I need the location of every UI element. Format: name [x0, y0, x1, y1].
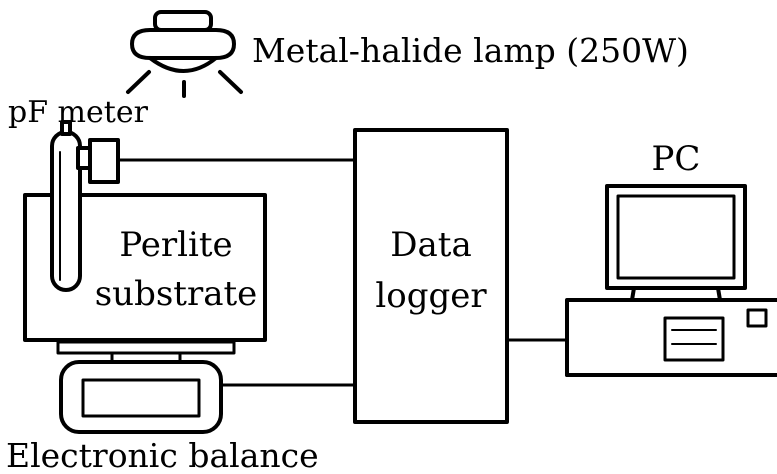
balance-plate [56, 340, 236, 355]
pc-monitor-icon [596, 184, 756, 302]
pc-case-icon [565, 298, 777, 377]
lamp-label: Metal-halide lamp (250W) [252, 31, 689, 70]
pc-label: PC [652, 139, 701, 179]
pf-meter-label: pF meter [8, 95, 149, 130]
balance-label: Electronic balance [6, 436, 319, 474]
lamp-icon [126, 10, 243, 98]
substrate-label-line1: Perlite [119, 225, 232, 265]
substrate-label-line2: substrate [95, 274, 258, 314]
logger-label-line2: logger [375, 276, 487, 316]
substrate-container [23, 193, 267, 342]
data-logger-box [353, 128, 509, 424]
electronic-balance [59, 360, 223, 434]
pf-meter-probe [50, 120, 120, 292]
logger-label-line1: Data [390, 225, 471, 265]
